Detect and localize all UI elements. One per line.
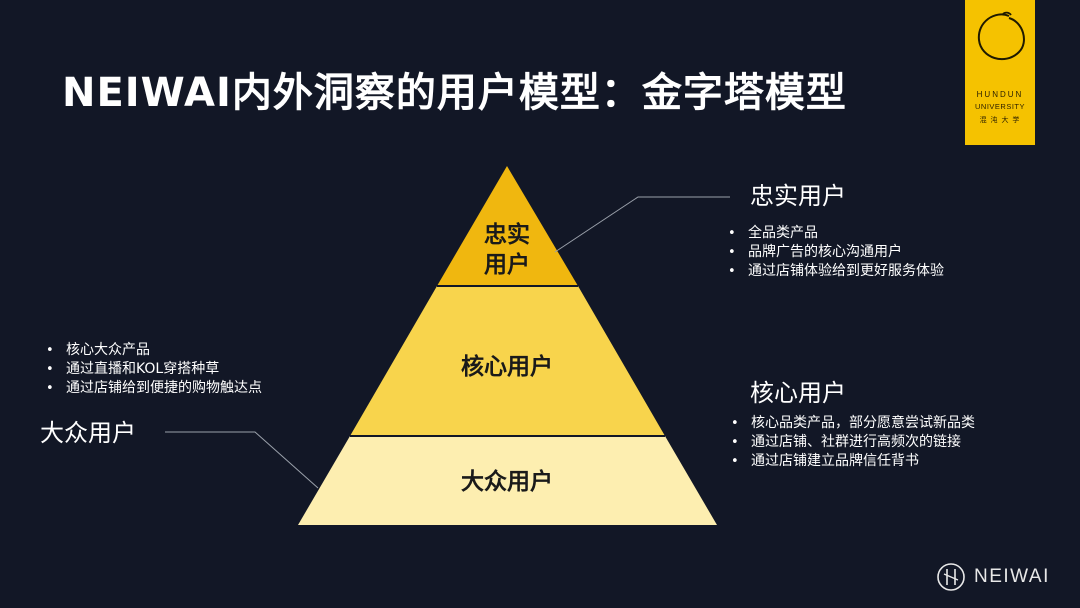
connector-loyal [554,196,730,253]
list-item: 通过店铺体验给到更好服务体验 [722,262,944,281]
tier-label-mass: 大众用户 [461,469,553,495]
circle-logo-icon [977,11,1025,61]
tier-label-loyal-line-2: 用户 [484,252,530,278]
pyramid-tier-mass [298,436,717,525]
callout-list-loyal: 全品类产品 品牌广告的核心沟通用户 通过店铺体验给到更好服务体验 [722,224,944,281]
neiwai-brand: NEIWAI [936,562,1050,592]
callout-list-core: 核心品类产品，部分愿意尝试新品类 通过店铺、社群进行高频次的链接 通过店铺建立品… [725,414,975,471]
neiwai-wordmark: NEIWAI [974,566,1050,587]
list-item: 通过店铺建立品牌信任背书 [725,452,975,471]
list-item: 通过店铺、社群进行高频次的链接 [725,433,975,452]
list-item: 核心大众产品 [40,341,262,360]
list-item: 品牌广告的核心沟通用户 [722,243,944,262]
callout-list-mass: 核心大众产品 通过直播和KOL穿搭种草 通过店铺给到便捷的购物触达点 [40,341,262,398]
hundun-university-badge: HUNDUN UNIVERSITY 混 沌 大 学 [965,0,1035,145]
list-item: 通过店铺给到便捷的购物触达点 [40,379,262,398]
tier-label-loyal: 忠实 用户 [467,220,547,280]
tier-label-loyal-line-1: 忠实 [484,222,530,248]
badge-line-1: HUNDUN [976,90,1024,99]
callout-title-core: 核心用户 [750,379,846,407]
connector-mass [165,431,319,489]
list-item: 通过直播和KOL穿搭种草 [40,360,262,379]
pyramid-tier-loyal [437,166,578,286]
list-item: 核心品类产品，部分愿意尝试新品类 [725,414,975,433]
pyramid-tier-core [350,286,665,436]
badge-line-2: UNIVERSITY [974,102,1025,111]
tier-label-core: 核心用户 [461,354,553,380]
callout-title-loyal: 忠实用户 [750,182,846,210]
badge-line-3: 混 沌 大 学 [979,117,1021,124]
page-title: NEIWAI内外洞察的用户模型：金字塔模型 [62,70,847,116]
list-item: 全品类产品 [722,224,944,243]
callout-title-mass: 大众用户 [40,419,136,447]
neiwai-logo-icon [937,563,965,591]
